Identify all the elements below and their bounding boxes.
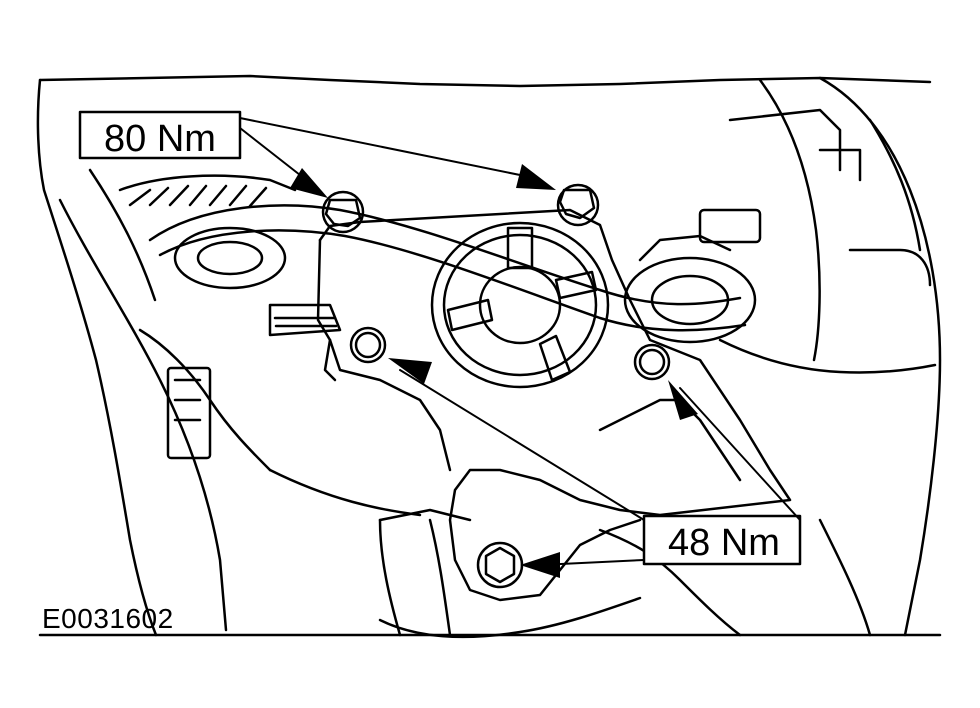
arrow-to-bolt-upper-left [290,168,328,198]
bolt-mid-right [633,343,671,381]
figure-id: E0031602 [42,603,174,634]
mount-center-cap [430,221,610,389]
cap-center-opening [478,265,562,345]
engine-block-outline [36,74,942,637]
leader-lines [239,117,801,566]
alternator-pulley [623,256,757,344]
callout-arrows [290,164,698,578]
bolt-upper-left [321,190,365,234]
idler-pulley [173,226,287,290]
accessory-belt-drive [118,108,862,344]
callout-box-80nm: 80 Nm [78,110,242,160]
bolt-upper-right [556,183,600,227]
bolt-bottom [476,541,524,589]
torque-label-80nm: 80 Nm [104,118,216,160]
callout-box-48nm: 48 Nm [642,514,802,566]
belt-tensioner-body [268,303,342,337]
arrow-to-bolt-mid-right [668,380,698,420]
arrow-to-bolt-upper-right [516,164,556,190]
torque-label-48nm: 48 Nm [668,522,780,564]
bolt-mid-left [349,326,387,364]
side-bracket-plate [166,366,212,460]
arrow-to-bolt-bottom [520,552,560,578]
arrow-to-bolt-mid-left [388,358,432,384]
